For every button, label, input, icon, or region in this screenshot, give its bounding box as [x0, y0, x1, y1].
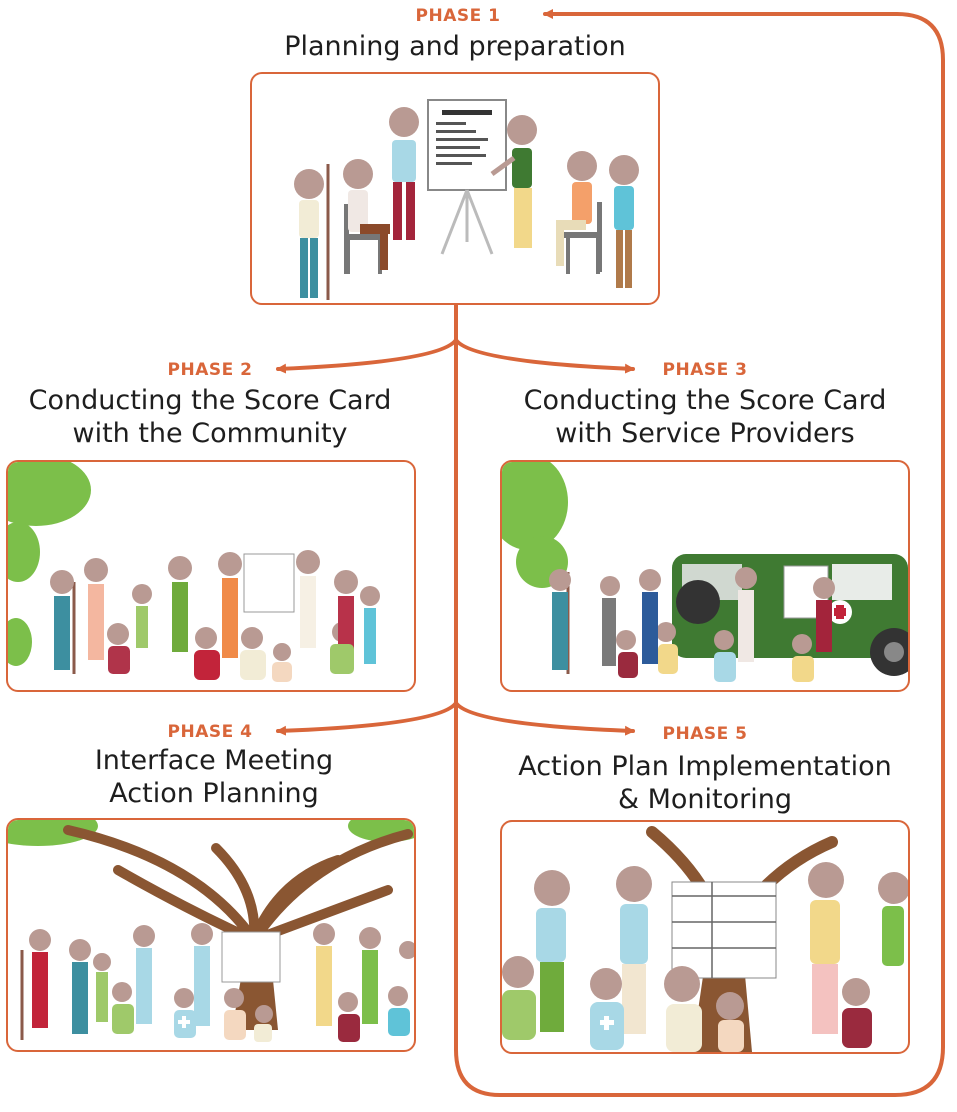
phase-3-title-line-2: with Service Providers	[555, 418, 855, 449]
poster-icon	[243, 553, 295, 613]
phase-2-illustration	[6, 460, 416, 692]
phase-1-label: PHASE 1	[415, 6, 501, 26]
phase-3-label: PHASE 3	[662, 360, 748, 380]
flipchart-icon	[427, 99, 507, 255]
phase-5-label: PHASE 5	[662, 724, 748, 744]
phase-5-title-line-2: & Monitoring	[617, 784, 793, 815]
medical-cross-icon	[828, 600, 852, 624]
chair-icon	[564, 202, 602, 274]
phase-5-title-line-1: Action Plan Implementation	[518, 751, 892, 782]
phase-4-title: Interface Meeting Action Planning	[14, 744, 414, 810]
branch-to-phase-3	[454, 338, 635, 374]
phase-4-title-line-2: Action Planning	[109, 778, 319, 809]
phase-4-label: PHASE 4	[167, 722, 253, 742]
person-icon	[389, 107, 419, 240]
medical-cross-icon	[600, 1016, 614, 1030]
phase-3-illustration	[500, 460, 910, 692]
branch-to-phase-4	[276, 701, 458, 736]
person-icon	[556, 151, 597, 266]
branch-to-phase-2	[276, 338, 458, 374]
phase-2-title-line-2: with the Community	[72, 418, 348, 449]
phase-4-title-line-1: Interface Meeting	[94, 745, 334, 776]
person-icon	[294, 169, 324, 298]
vehicle-icon	[672, 554, 908, 676]
person-icon	[490, 115, 537, 248]
phase-4-illustration	[6, 818, 416, 1052]
person-icon	[609, 155, 639, 288]
phase-2-title-line-1: Conducting the Score Card	[28, 385, 392, 416]
tree-icon	[502, 462, 568, 588]
person-icon	[343, 159, 390, 270]
phase-2-title: Conducting the Score Card with the Commu…	[10, 384, 410, 450]
phase-1-illustration	[250, 72, 660, 305]
phase-1-title-line-1: Planning and preparation	[284, 31, 626, 62]
tree-icon	[8, 462, 91, 666]
phase-2-label: PHASE 2	[167, 360, 253, 380]
phase-3-title: Conducting the Score Card with Service P…	[505, 384, 905, 450]
branch-to-phase-5	[454, 701, 635, 736]
phase-1-title: Planning and preparation	[250, 30, 660, 63]
phase-5-title: Action Plan Implementation & Monitoring	[505, 750, 905, 816]
main-trunk-line	[454, 9, 945, 1097]
medical-cross-icon	[178, 1016, 190, 1028]
phase-5-illustration	[500, 820, 910, 1054]
poster-icon	[221, 931, 281, 983]
poster-icon	[671, 881, 777, 979]
phase-3-title-line-1: Conducting the Score Card	[523, 385, 887, 416]
